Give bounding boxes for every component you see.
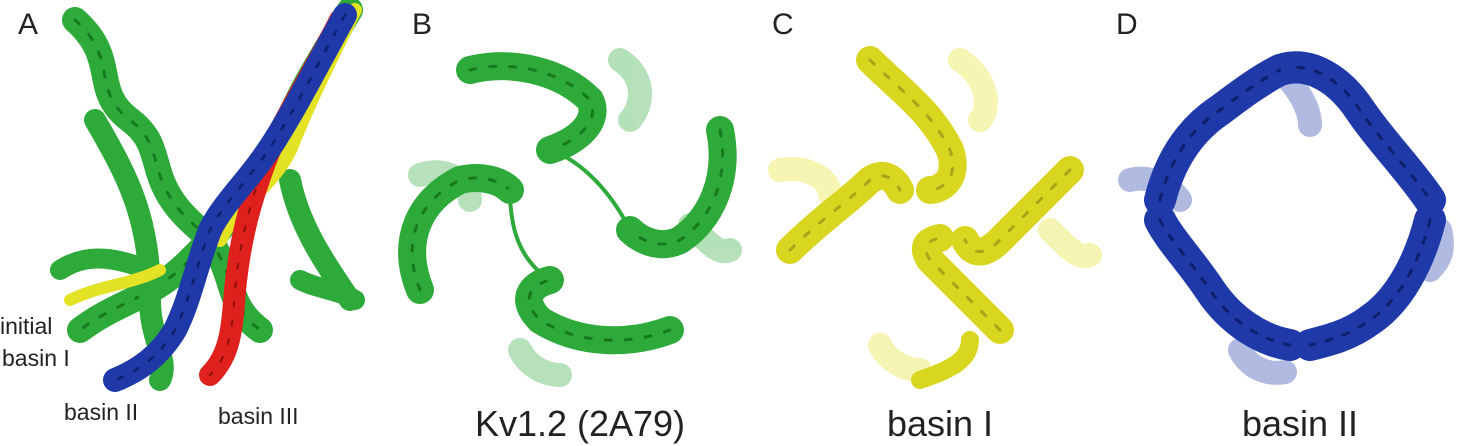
panel-letter-b: B: [412, 8, 433, 41]
label-basin-i: basin I: [2, 345, 70, 371]
caption-b: Kv1.2 (2A79): [474, 403, 686, 444]
caption-d: basin II: [1241, 403, 1359, 444]
label-basin-ii: basin II: [64, 399, 139, 425]
panel-a: A initial basin I basin II b: [0, 0, 380, 446]
caption-c: basin I: [886, 403, 994, 444]
kv12-tetramer: [398, 48, 742, 387]
label-basin-iii: basin III: [218, 403, 299, 429]
panel-b: B Kv1.2 (2A79): [390, 0, 760, 446]
basin-ii-tetramer: [1118, 51, 1454, 385]
panel-a-helix-overlay: [50, 0, 365, 392]
panel-c: C basin I: [760, 0, 1120, 446]
panel-d: D basin II: [1110, 0, 1470, 446]
panel-letter-d: D: [1116, 8, 1138, 41]
basin-i-tetramer: [768, 46, 1102, 389]
panel-letter-a: A: [18, 8, 39, 41]
label-initial: initial: [0, 313, 53, 339]
basin-ii-helix: [103, 3, 357, 392]
panel-letter-c: C: [772, 8, 794, 41]
